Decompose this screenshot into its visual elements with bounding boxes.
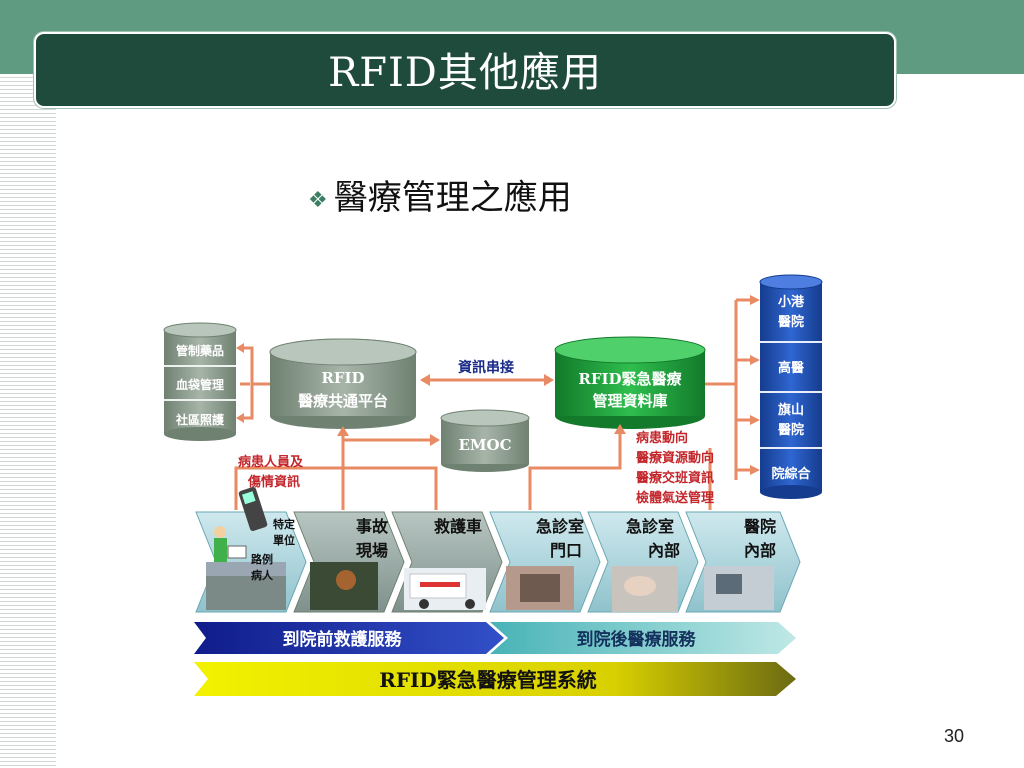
svg-text:病患人員及: 病患人員及 xyxy=(238,454,304,470)
svg-text:RFID緊急醫療管理系統: RFID緊急醫療管理系統 xyxy=(379,668,597,692)
connector-arrows xyxy=(234,298,756,510)
svg-text:路例: 路例 xyxy=(251,552,273,566)
hospital-name: 高醫 xyxy=(778,360,804,376)
left-db-item: 管制藥品 xyxy=(176,343,224,358)
subtitle: ❖醫療管理之應用 xyxy=(308,170,572,219)
page-number: 30 xyxy=(943,726,964,746)
svg-text:內部: 內部 xyxy=(648,541,680,560)
svg-text:特定: 特定 xyxy=(273,517,295,531)
left-database-stack: 管制藥品 血袋管理 社區照護 xyxy=(163,322,237,441)
rfid-platform-database: RFID 醫療共通平台 xyxy=(269,338,417,429)
svg-text:到院前救護服務: 到院前救護服務 xyxy=(283,629,403,650)
nurse-figure-icon xyxy=(214,526,247,562)
platform-label: 醫療共通平台 xyxy=(298,392,388,410)
svg-text:病人: 病人 xyxy=(251,568,274,582)
svg-text:急診室: 急診室 xyxy=(626,517,674,536)
emergency-db-label: 管理資料庫 xyxy=(592,392,667,410)
hospital-database-stack: 小港 醫院 高醫 旗山 醫院 院綜合 xyxy=(759,274,823,499)
left-db-item: 血袋管理 xyxy=(176,377,224,392)
left-stripe-decoration xyxy=(0,74,56,768)
subtitle-text: 醫療管理之應用 xyxy=(333,178,572,218)
svg-text:傷情資訊: 傷情資訊 xyxy=(247,474,300,490)
svg-text:事故: 事故 xyxy=(356,517,389,536)
system-bar: RFID緊急醫療管理系統 xyxy=(194,662,796,696)
platform-label: RFID xyxy=(321,369,364,387)
svg-text:醫療交班資訊: 醫療交班資訊 xyxy=(636,470,714,486)
svg-text:救護車: 救護車 xyxy=(434,517,482,536)
hospital-name: 醫院 xyxy=(778,314,804,330)
svg-text:單位: 單位 xyxy=(273,533,295,547)
svg-text:門口: 門口 xyxy=(550,541,582,560)
svg-text:急診室: 急診室 xyxy=(536,517,584,536)
title-bar: RFID其他應用 xyxy=(34,32,896,108)
slide-title: RFID其他應用 xyxy=(328,50,602,96)
svg-text:檢體氣送管理: 檢體氣送管理 xyxy=(636,490,714,506)
stage-labels: 特定 單位 路例 病人 事故 現場 救護車 急診室 門口 急診室 內部 醫院 內… xyxy=(251,517,776,582)
diamond-bullet-icon: ❖ xyxy=(308,187,328,213)
patient-info-label: 病患人員及 傷情資訊 xyxy=(238,454,304,490)
handheld-reader-icon xyxy=(238,487,268,531)
post-hospital-bar: 到院後醫療服務 xyxy=(490,622,796,654)
hospital-name: 院綜合 xyxy=(771,466,811,482)
emoc-label: EMOC xyxy=(458,436,511,454)
emergency-database: RFID緊急醫療 管理資料庫 xyxy=(554,336,706,429)
connector-arrowheads xyxy=(236,295,760,475)
svg-text:醫院: 醫院 xyxy=(744,517,776,536)
hospital-name: 醫院 xyxy=(778,422,804,438)
pre-hospital-bar: 到院前救護服務 xyxy=(194,622,504,654)
emoc-database: EMOC xyxy=(440,409,530,472)
status-info-label: 病患動向 醫療資源動向 醫療交班資訊 檢體氣送管理 xyxy=(636,430,714,506)
svg-text:現場: 現場 xyxy=(356,541,388,560)
stage-photos xyxy=(206,562,774,612)
link-label: 資訊串接 xyxy=(458,359,514,376)
hospital-name: 小港 xyxy=(778,294,805,310)
left-db-item: 社區照護 xyxy=(175,412,225,427)
svg-text:醫療資源動向: 醫療資源動向 xyxy=(636,450,714,466)
hospital-name: 旗山 xyxy=(778,402,804,418)
emergency-db-label: RFID緊急醫療 xyxy=(578,370,682,388)
svg-text:到院後醫療服務: 到院後醫療服務 xyxy=(577,629,697,650)
svg-text:內部: 內部 xyxy=(744,541,776,560)
svg-text:病患動向: 病患動向 xyxy=(636,430,688,446)
